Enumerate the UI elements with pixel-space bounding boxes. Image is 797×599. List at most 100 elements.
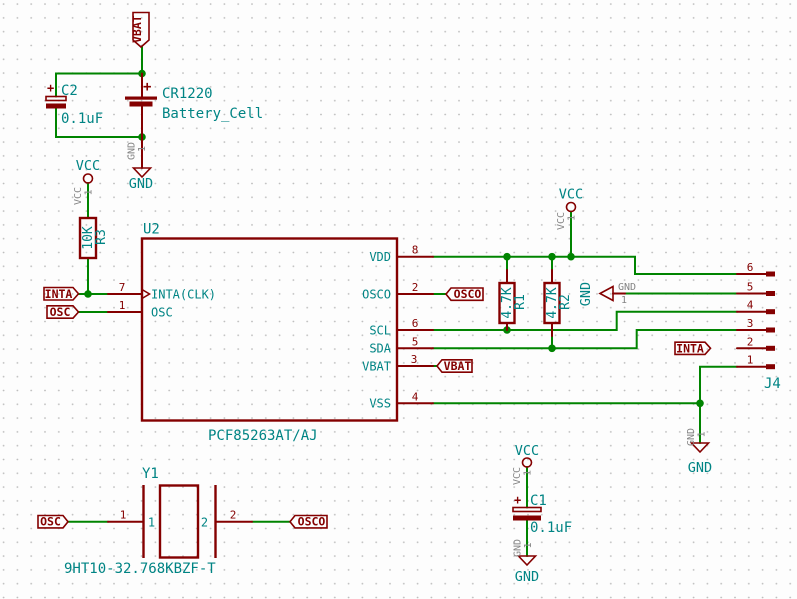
component-battery-cr1220[interactable]: + CR1220 Battery_Cell [125,72,263,138]
net-label-inta-left[interactable]: INTA [43,286,80,301]
c1-ref: C1 [530,493,547,509]
battery-value: Battery_Cell [162,106,263,122]
u2-pin3-name: VBAT [362,359,391,373]
net-label-osc-left[interactable]: OSC [46,304,80,320]
u2-pin1-name: OSC [151,305,173,319]
r1-value: 4.7K [500,287,515,318]
net-label-osco-u2[interactable]: OSCO [444,287,484,301]
vbat-flag-label: VBAT [130,15,144,43]
c2-ref: C2 [61,83,78,99]
gnd-pin-num: 1 [137,146,148,152]
battery-ref: CR1220 [162,86,213,102]
vcc-label: VCC [559,187,583,203]
vbat-label-text: VBAT [444,359,472,373]
u2-pin4-num: 4 [412,390,419,403]
c2-plus-sign: + [47,81,54,95]
r3-value: 10K [81,226,96,250]
gnd-pin-name: GND [513,539,524,557]
net-label-osc-y1[interactable]: OSC [37,514,70,529]
u2-pin6-num: 6 [412,317,419,330]
component-r2[interactable]: 4.7K R2 [543,269,574,337]
vcc-label: VCC [515,443,539,459]
y1-pin2-num: 2 [230,509,237,522]
component-c1[interactable]: + C1 0.1uF [512,493,572,536]
r2-ref: R2 [558,294,573,310]
u2-ref: U2 [143,222,160,238]
j4-pin6-num: 6 [747,261,754,274]
net-label-osco-y1[interactable]: OSCO [288,514,328,529]
vcc-label: VCC [76,158,100,174]
u2-pin2-num: 2 [412,281,419,294]
vcc-pin-name: VCC [556,212,567,230]
y1-pin2-name: 2 [201,516,208,530]
osc-label-text: OSC [40,515,61,529]
component-c2[interactable]: + C2 0.1uF [45,81,103,127]
inta-label-text: INTA [45,287,73,301]
power-gnd-c1[interactable]: GND 1 GND [513,539,540,585]
vcc-pin-num: 1 [84,189,95,195]
u2-pin3-num: 3 [411,353,418,366]
u2-pin5-name: SDA [369,342,391,356]
gnd-pin-num: 1 [697,431,708,437]
gnd-pin-name: GND [618,282,636,293]
power-vcc-right[interactable]: VCC VCC 1 [556,187,583,231]
y1-pin1-num: 1 [120,509,127,522]
osc-label-text: OSC [50,305,71,319]
component-y1[interactable]: 1 1 2 2 Y1 9HT10-32.768KBZF-T [64,466,253,577]
net-label-vbat-u2[interactable]: VBAT [435,358,473,374]
gnd-pin-name: GND [686,428,697,446]
u2-pin5-num: 5 [412,335,419,348]
gnd-pin-name: GND [127,142,138,160]
osco-label-text: OSCO [298,515,326,529]
u2-pin8-name: VDD [369,250,391,264]
y1-ref: Y1 [142,466,159,482]
wires[interactable] [55,46,738,557]
power-gnd-j4[interactable]: GND 1 GND [686,428,712,476]
r1-ref: R1 [513,294,528,310]
inta-label-text: INTA [676,341,704,355]
u2-pin8-num: 8 [412,244,419,257]
power-gnd-sideways[interactable]: GND GND 1 [578,282,636,306]
vcc-pin-name: VCC [512,467,523,485]
u2-pin2-name: OSCO [362,287,391,301]
u2-pin7-num: 7 [119,281,126,294]
j4-pin3-num: 3 [747,317,754,330]
r2-value: 4.7K [545,287,560,318]
gnd-label: GND [129,176,153,192]
net-label-inta-j4[interactable]: INTA [674,341,712,355]
c2-value: 0.1uF [61,111,103,127]
gnd-pin-num: 1 [621,295,627,306]
component-r1[interactable]: 4.7K R1 [498,269,529,331]
vcc-pin-num: 1 [567,215,578,221]
connector-j4[interactable]: 6 5 4 3 2 1 J4 [736,261,781,392]
battery-plus-sign: + [143,79,151,95]
gnd-label: GND [688,460,712,476]
gnd-pin-num: 1 [523,542,534,548]
y1-value: 9HT10-32.768KBZF-T [64,561,216,577]
power-vcc-c1[interactable]: VCC VCC 1 [512,443,539,485]
power-gnd-battery[interactable]: GND 1 GND [127,136,154,192]
j4-pin1-num: 1 [747,354,754,367]
r3-ref: R3 [94,229,109,245]
vcc-pin-num: 1 [523,470,534,476]
gnd-label: GND [515,569,539,585]
component-r3[interactable]: 10K R3 [78,216,109,260]
u2-pin1-num: 1 [119,299,126,312]
u2-pin7-name: INTA(CLK) [151,287,216,301]
osco-label-text: OSCO [454,287,482,301]
u2-pin6-name: SCL [369,323,391,337]
j4-pin4-num: 4 [747,299,754,312]
junction-dots [84,69,704,408]
u2-value: PCF85263AT/AJ [208,428,318,444]
u2-pin4-name: VSS [369,397,391,411]
j4-ref: J4 [764,376,781,392]
vcc-pin-name: VCC [73,187,84,205]
component-u2[interactable]: U2 PCF85263AT/AJ 7 INTA(CLK) 1 OSC 8 VDD… [107,222,434,445]
c1-plus-sign: + [514,493,521,507]
j4-pin2-num: 2 [747,335,754,348]
j4-pin5-num: 5 [747,281,754,294]
power-vcc-left[interactable]: VCC VCC 1 [73,158,100,205]
power-flag-vbat[interactable]: VBAT [130,11,150,49]
